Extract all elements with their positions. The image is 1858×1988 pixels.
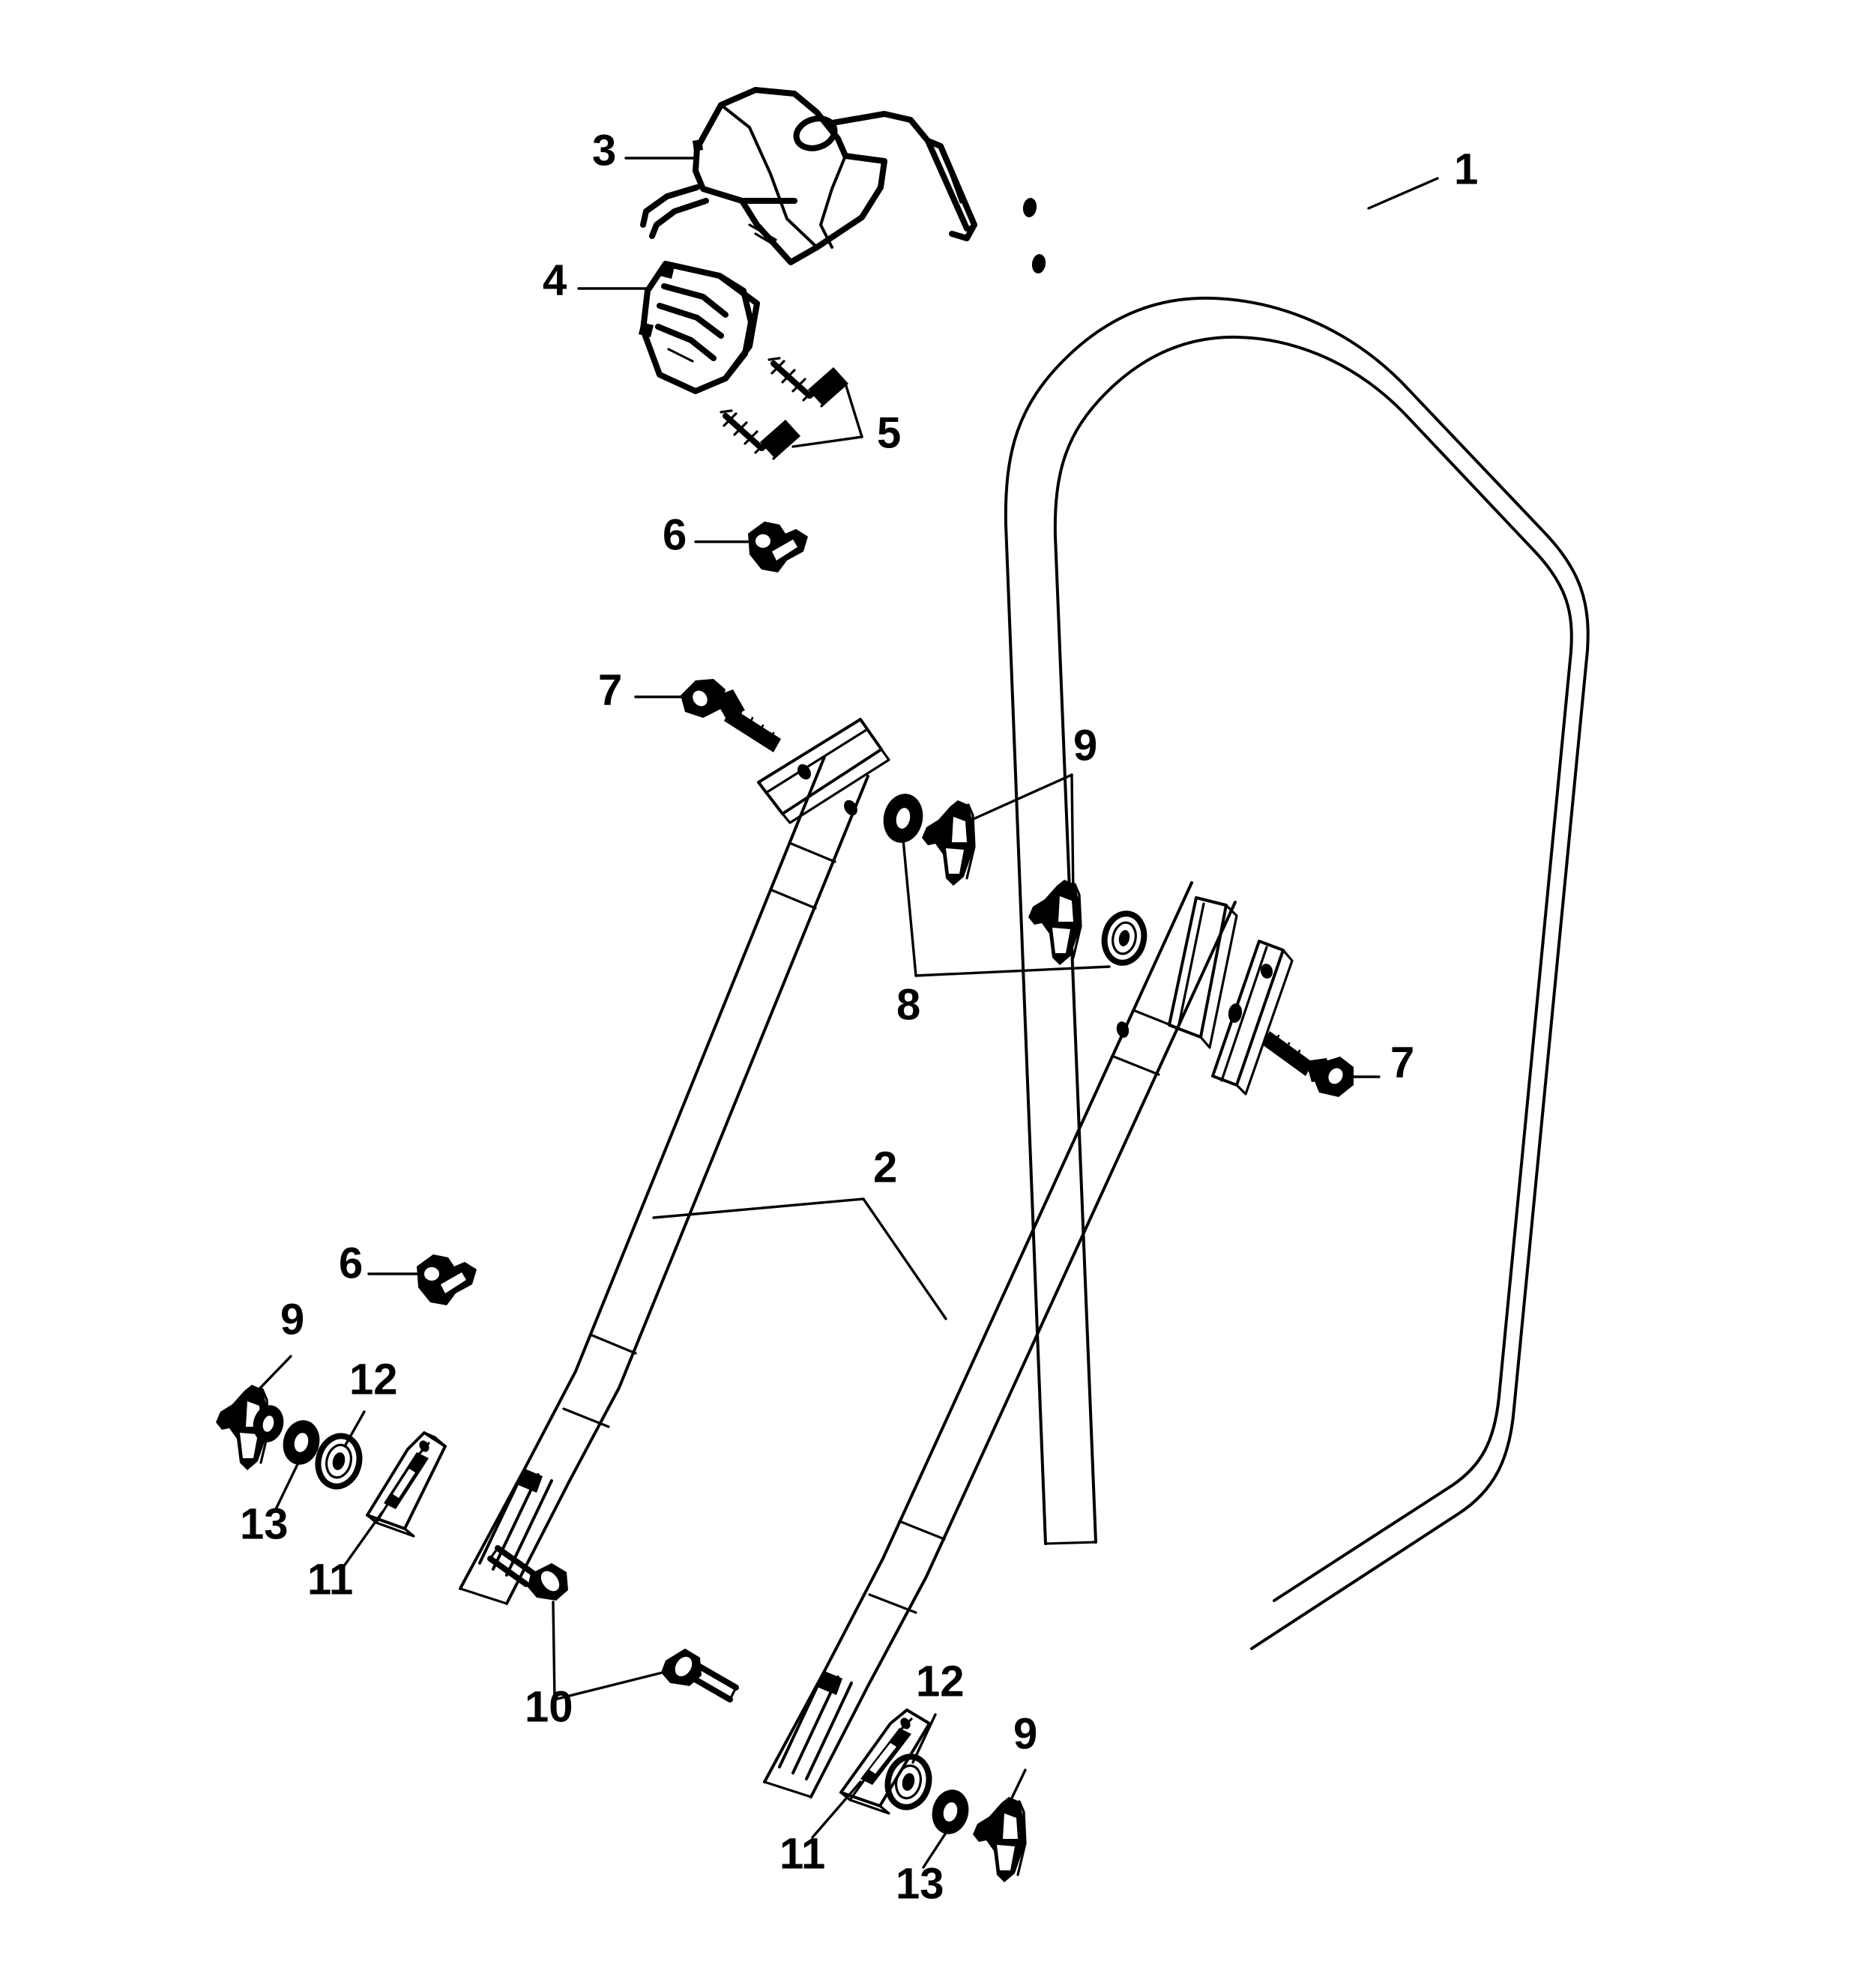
- callout-label-7-right: 7: [1390, 1038, 1414, 1087]
- callout-label-13-right: 13: [896, 1859, 944, 1908]
- callout-leader-10: [552, 1601, 664, 1701]
- part-wing-nut-upper-left: [922, 800, 976, 886]
- callout-label-11-left: 11: [307, 1555, 353, 1604]
- part-handle-bolt-lower: [661, 1649, 739, 1703]
- part-carriage-bolt-right: [1262, 1031, 1354, 1097]
- part-cover-screw-lower: [720, 409, 800, 460]
- callout-label-6-upper: 6: [663, 510, 687, 559]
- part-wing-nut-left: [216, 1385, 284, 1470]
- part-switch-box-assembly: [640, 87, 977, 265]
- part-washer-left: [315, 1433, 363, 1490]
- part-wing-nut-upper-right: [1028, 880, 1082, 965]
- callout-leader-12-left: [343, 1410, 366, 1448]
- callout-label-1: 1: [1454, 145, 1478, 193]
- part-lock-washer-right: [932, 1789, 969, 1834]
- part-lower-handle-tube-left: [459, 755, 869, 1605]
- part-handle-bracket-left: [366, 1431, 447, 1538]
- callout-leader-12-right: [911, 1713, 937, 1764]
- part-upper-handle-bar: [1004, 198, 1590, 1650]
- part-lock-washer-left: [283, 1420, 320, 1465]
- callout-leader-1: [1367, 177, 1439, 210]
- callout-label-9-upper: 9: [1073, 721, 1097, 770]
- part-carriage-bolt-left: [681, 679, 781, 752]
- callout-label-12-left: 12: [349, 1355, 398, 1404]
- callout-label-6-lower: 6: [339, 1239, 363, 1287]
- callout-leader-11-left: [340, 1511, 384, 1571]
- callout-label-9-left: 9: [280, 1295, 304, 1344]
- part-flat-washer-upper-right: [1101, 910, 1147, 966]
- callout-label-13-left: 13: [240, 1499, 289, 1548]
- part-flat-washer-upper-left: [883, 794, 923, 843]
- part-handle-bracket-right: [839, 1708, 931, 1815]
- callout-leader-5: [791, 382, 863, 448]
- callout-label-12-right: 12: [916, 1657, 965, 1705]
- callout-leader-2: [652, 1197, 947, 1320]
- callout-label-8: 8: [896, 980, 920, 1029]
- callout-leader-8: [902, 838, 1111, 977]
- callout-leader-13-left: [274, 1461, 300, 1511]
- part-handle-bolt-upper: [487, 1545, 568, 1601]
- callout-leader-9-right: [1006, 1768, 1027, 1809]
- handle-bracket-plate-left: [757, 718, 890, 824]
- handle-bracket-bar-right: [1211, 940, 1294, 1096]
- callout-label-11-right: 11: [779, 1829, 825, 1878]
- part-wing-nut-right: [973, 1797, 1027, 1882]
- part-cable-clip-lower: [417, 1254, 477, 1305]
- part-lower-handle-tube-right: [763, 881, 1237, 1798]
- callout-label-7-left: 7: [598, 665, 622, 714]
- callout-leader-9-upper: [967, 773, 1075, 898]
- callout-label-4: 4: [543, 256, 567, 304]
- handle-bracket-plate-right: [1116, 896, 1238, 1049]
- callout-label-2: 2: [873, 1143, 897, 1191]
- part-switch-cover: [639, 261, 760, 394]
- part-cover-screw-upper: [767, 357, 848, 408]
- callout-labels: 1 2 3 4 5 6 7 9 8 7 6 9 12 13 11 10 12 9…: [240, 126, 1478, 1908]
- callout-label-10: 10: [525, 1682, 573, 1731]
- callout-leader-11-right: [811, 1780, 862, 1839]
- callout-label-3: 3: [592, 126, 616, 175]
- part-cable-clip-upper: [748, 522, 808, 572]
- callout-leader-13-right: [922, 1831, 947, 1869]
- callout-label-9-right: 9: [1013, 1709, 1037, 1758]
- callout-leader-9-left: [247, 1355, 292, 1401]
- callout-label-5: 5: [877, 408, 901, 457]
